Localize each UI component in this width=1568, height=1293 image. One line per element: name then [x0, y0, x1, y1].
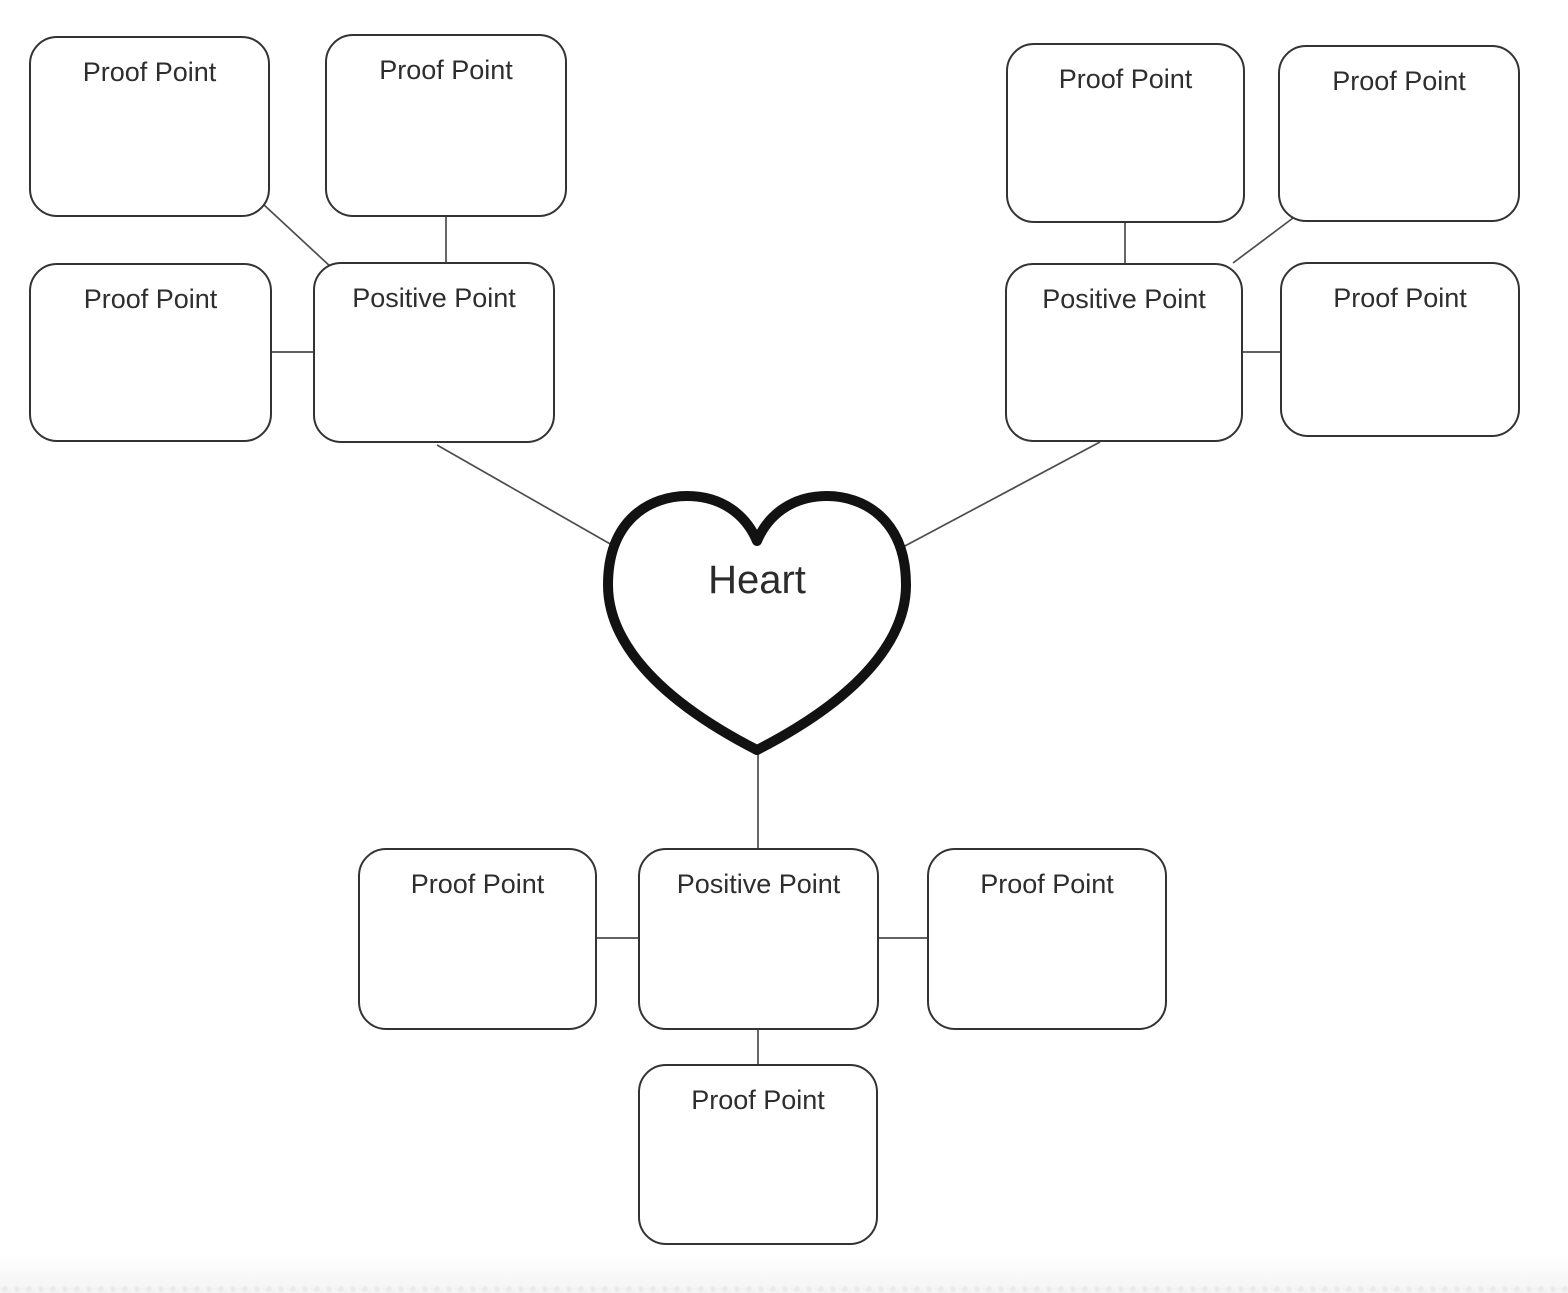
node-label: Proof Point: [410, 869, 545, 899]
node-label: Proof Point: [1333, 283, 1467, 313]
connector-line: [902, 441, 1101, 548]
proof-point-node-top-left-2[interactable]: Proof Point: [325, 34, 567, 217]
heart-shape[interactable]: [603, 491, 911, 755]
connector-line: [262, 203, 333, 269]
node-label: Proof Point: [83, 284, 218, 314]
node-label: Proof Point: [82, 57, 217, 87]
node-label: Positive Point: [676, 869, 841, 899]
proof-point-node-top-left-1[interactable]: Proof Point: [29, 36, 270, 217]
proof-point-node-bottom-right[interactable]: Proof Point: [927, 848, 1167, 1030]
node-label: Proof Point: [1332, 66, 1466, 96]
proof-point-node-bottom-center[interactable]: Proof Point: [638, 1064, 878, 1245]
positive-point-node-top-right[interactable]: Positive Point: [1005, 263, 1243, 442]
canvas-bottom-edge: [0, 1255, 1568, 1293]
proof-point-node-top-right-1[interactable]: Proof Point: [1006, 43, 1245, 223]
heart-node-label: Heart: [708, 558, 806, 602]
node-label: Proof Point: [691, 1085, 825, 1115]
node-label: Positive Point: [352, 283, 516, 313]
proof-point-node-top-right-3[interactable]: Proof Point: [1280, 262, 1520, 437]
positive-point-node-bottom[interactable]: Positive Point: [638, 848, 879, 1030]
proof-point-node-bottom-left[interactable]: Proof Point: [358, 848, 597, 1030]
positive-point-node-top-left[interactable]: Positive Point: [313, 262, 555, 443]
connector-line: [436, 444, 613, 546]
proof-point-node-top-left-3[interactable]: Proof Point: [29, 263, 272, 442]
node-label: Proof Point: [980, 869, 1114, 899]
node-label: Positive Point: [1042, 284, 1206, 314]
connector-line: [1232, 217, 1294, 264]
proof-point-node-top-right-2[interactable]: Proof Point: [1278, 45, 1520, 222]
node-label: Proof Point: [1058, 64, 1193, 94]
node-label: Proof Point: [379, 55, 513, 85]
